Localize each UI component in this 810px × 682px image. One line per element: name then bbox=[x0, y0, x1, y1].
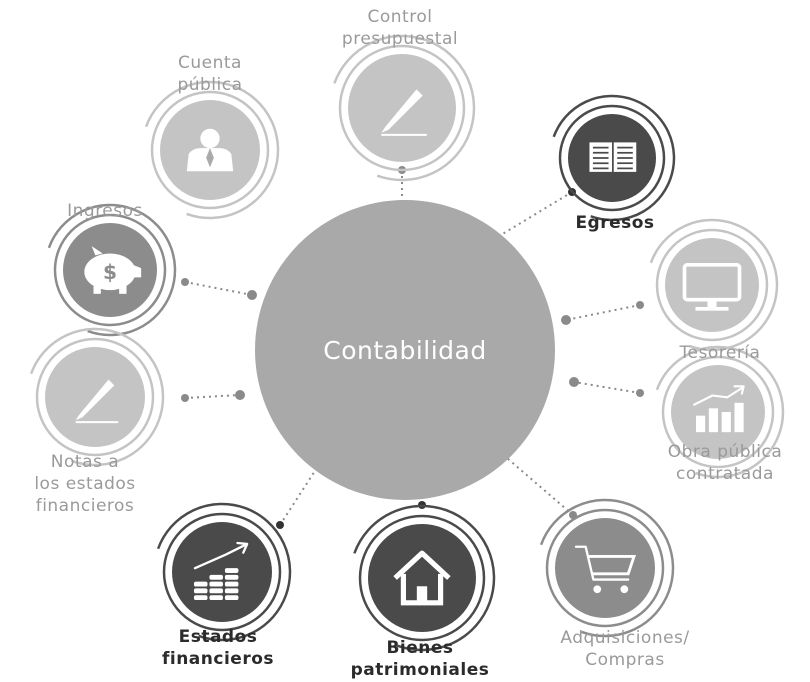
node-disc bbox=[555, 518, 655, 618]
connector-tesoreria bbox=[565, 304, 641, 321]
connector-dot bbox=[235, 390, 245, 400]
node-disc bbox=[568, 114, 656, 202]
node-ring-outer bbox=[548, 94, 676, 222]
shopping-cart-icon bbox=[574, 545, 637, 594]
label-ingresos: Ingresos bbox=[67, 201, 143, 221]
connector-dot bbox=[181, 394, 189, 402]
piggy-bank-icon: $ bbox=[84, 246, 142, 294]
node-tesoreria bbox=[645, 218, 779, 352]
node-ring-outer bbox=[140, 80, 280, 220]
label-bienes-patrimoniales: Bienes patrimoniales bbox=[350, 638, 490, 680]
bar-chart-icon bbox=[693, 385, 745, 433]
node-ring-outer bbox=[651, 345, 785, 479]
node-ring bbox=[162, 512, 282, 632]
connector-dot bbox=[636, 389, 644, 397]
coins-growth-icon bbox=[193, 541, 249, 601]
label-obra-publica: Obra pública contratada bbox=[667, 442, 783, 484]
connector-dot bbox=[636, 301, 644, 309]
label-estados-financieros: Estados financieros bbox=[161, 627, 274, 669]
pencil-icon bbox=[75, 379, 119, 424]
node-disc bbox=[368, 524, 476, 632]
connector-dot bbox=[276, 521, 284, 529]
connector-obra-publica bbox=[573, 381, 641, 394]
label-notas: Notas a los estados financieros bbox=[34, 452, 136, 516]
label-cuenta-publica: Cuenta pública bbox=[177, 53, 243, 95]
node-egresos bbox=[548, 94, 676, 222]
connector-notas bbox=[184, 394, 241, 399]
pencil-icon bbox=[381, 89, 427, 136]
node-notas bbox=[25, 327, 165, 467]
connectors bbox=[181, 166, 644, 529]
node-ring bbox=[338, 44, 466, 172]
node-ring-outer bbox=[645, 218, 779, 352]
node-cuenta-publica bbox=[140, 80, 280, 220]
connector-adquisiciones bbox=[499, 451, 574, 516]
node-ring-outer bbox=[43, 203, 177, 337]
label-control-presupuestal: Control presupuestal bbox=[341, 7, 459, 49]
node-ring bbox=[358, 514, 486, 642]
node-ring bbox=[53, 213, 167, 327]
person-icon bbox=[186, 128, 234, 172]
node-ring bbox=[150, 90, 270, 210]
label-adquisiciones: Adquisiciones/ Compras bbox=[560, 628, 690, 670]
documents-icon bbox=[589, 142, 637, 172]
connector-dot bbox=[569, 377, 579, 387]
node-ring bbox=[35, 337, 155, 457]
connector-estados-financieros bbox=[279, 459, 323, 526]
node-disc bbox=[172, 522, 272, 622]
label-tesoreria: Tesorería bbox=[679, 343, 761, 363]
connector-dot bbox=[247, 290, 257, 300]
node-bienes-patrimoniales bbox=[348, 504, 496, 652]
node-control-presupuestal bbox=[328, 34, 476, 182]
node-ring-outer bbox=[535, 498, 675, 638]
node-ring bbox=[655, 228, 769, 342]
node-adquisiciones bbox=[535, 498, 675, 638]
label-egresos: Egresos bbox=[575, 213, 655, 233]
connector-dot bbox=[181, 278, 189, 286]
center-label: Contabilidad bbox=[323, 336, 487, 365]
node-estados-financieros bbox=[152, 502, 292, 642]
connector-ingresos bbox=[184, 281, 253, 296]
node-ring-outer bbox=[328, 34, 476, 182]
node-ring bbox=[545, 508, 665, 628]
connector-dot bbox=[561, 315, 571, 325]
center-circle bbox=[255, 200, 555, 500]
node-ring-outer bbox=[25, 327, 165, 467]
svg-text:$: $ bbox=[103, 260, 117, 284]
center-hub bbox=[255, 200, 555, 500]
node-ring-outer bbox=[152, 502, 292, 642]
node-obra-publica bbox=[651, 345, 785, 479]
node-ring-outer bbox=[348, 504, 496, 652]
node-ring bbox=[661, 355, 775, 469]
node-ring bbox=[558, 104, 666, 212]
node-ingresos: $ bbox=[43, 203, 177, 337]
nodes: $ bbox=[25, 34, 785, 652]
monitor-icon bbox=[682, 262, 742, 311]
node-disc bbox=[665, 238, 759, 332]
house-icon bbox=[393, 550, 451, 606]
